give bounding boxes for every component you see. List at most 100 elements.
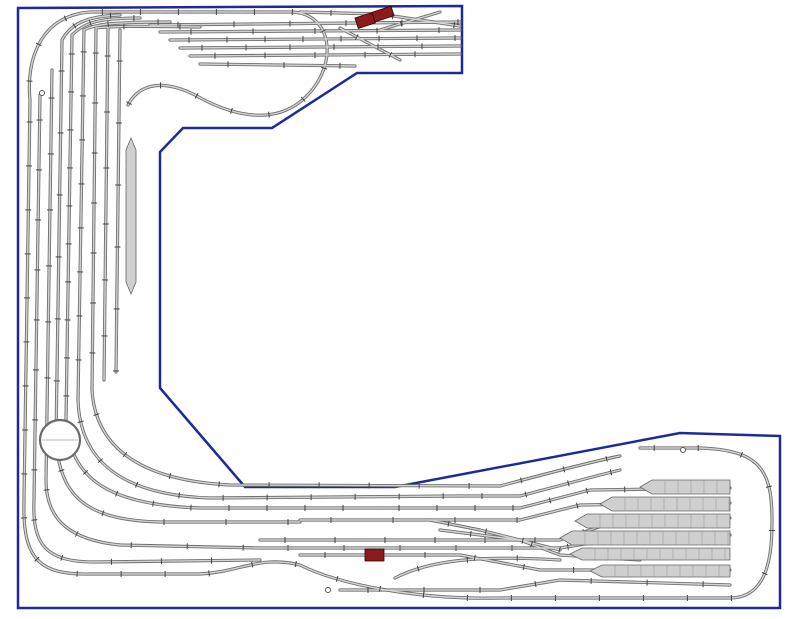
track-segment-inner: [115, 29, 121, 373]
sleeper-mark: [585, 487, 589, 494]
sleeper-mark: [31, 519, 38, 521]
sleeper-mark: [562, 466, 566, 473]
sleeper-mark: [152, 500, 155, 507]
track-segment-inner: [199, 63, 356, 67]
sleeper-mark: [208, 570, 210, 577]
track-segment-inner: [95, 25, 201, 29]
sleeper-mark: [534, 581, 537, 588]
platform: [589, 564, 731, 578]
sleeper-mark: [609, 469, 613, 476]
sleeper-mark: [82, 470, 89, 475]
sleeper-mark: [524, 491, 528, 498]
track-segment-inner: [169, 37, 461, 41]
sleeper-mark: [354, 34, 359, 40]
track-segment: [90, 388, 502, 488]
track-segment-inner: [299, 11, 461, 27]
sleeper-mark: [72, 23, 77, 29]
sleeper-mark: [75, 531, 79, 537]
track-segment-inner: [71, 17, 141, 36]
sleeper-mark: [320, 29, 327, 33]
sleeper-mark: [321, 66, 328, 70]
sleeper-mark: [109, 12, 112, 19]
sleeper-mark: [548, 497, 552, 504]
sleeper-mark: [453, 22, 456, 29]
sleeper-mark: [765, 485, 772, 488]
track-segment-inner: [45, 69, 261, 549]
track-segment-inner: [91, 389, 501, 487]
track-segment-inner: [91, 27, 97, 391]
sleeper-mark: [530, 541, 534, 548]
sleeper-mark: [605, 455, 608, 462]
track-segment-inner: [65, 419, 381, 509]
sleeper-mark: [576, 502, 579, 509]
sleeper-mark: [97, 458, 103, 463]
sleeper-mark: [558, 546, 561, 553]
sleeper-mark: [34, 556, 40, 562]
buffer-stops: [39, 90, 686, 593]
sleeper-mark: [107, 20, 109, 28]
turntable: [38, 418, 82, 462]
track-segment-inner: [429, 519, 561, 551]
sleeper-mark: [122, 451, 128, 458]
sleeper-mark: [178, 492, 181, 499]
sleeper-mark: [88, 20, 92, 27]
platform: [574, 513, 731, 529]
sleeper-mark: [251, 561, 254, 568]
sleeper-mark: [761, 572, 768, 576]
track-segment-inner: [77, 399, 461, 499]
sleeper-mark: [115, 490, 119, 497]
platform-group: [559, 479, 731, 578]
sleeper-mark: [520, 477, 523, 484]
sleeper-mark: [566, 543, 569, 550]
track-segment-inner: [28, 11, 328, 116]
wagon-bottom: [364, 548, 385, 562]
track-segment-inner: [379, 11, 441, 31]
track-segment-inner: [33, 94, 261, 563]
sleeper-mark: [522, 563, 525, 570]
track-segment-inner: [83, 21, 171, 31]
sleeper-mark: [567, 480, 570, 487]
sleeper-mark: [300, 96, 306, 102]
sleeper-mark: [194, 93, 199, 99]
sleeper-mark: [388, 51, 393, 58]
sleeper-mark: [101, 510, 105, 517]
sleeper-mark: [378, 585, 381, 592]
sleeper-mark: [126, 101, 132, 106]
sleeper-mark: [335, 575, 339, 582]
sleeper-mark: [60, 554, 64, 561]
sleeper-mark: [43, 489, 50, 491]
sleeper-mark: [93, 413, 100, 416]
platform: [569, 547, 731, 561]
track-segment-inner: [77, 29, 85, 401]
sleeper-mark: [35, 42, 42, 47]
platform: [599, 496, 731, 512]
sleeper-mark: [63, 15, 68, 22]
sleeper-mark: [230, 107, 233, 114]
sleeper-mark: [135, 481, 139, 488]
sleeper-mark: [521, 537, 524, 544]
track-segment-inner: [459, 469, 621, 497]
sleeper-mark: [739, 451, 743, 458]
platform: [559, 530, 731, 546]
track-segment: [64, 418, 382, 510]
sleeper-mark: [466, 556, 468, 563]
sleeper-mark: [447, 520, 450, 527]
track-segment-inner: [339, 579, 731, 591]
sleeper-mark: [473, 554, 476, 561]
sleeper-mark: [416, 565, 420, 572]
sleeper-mark: [469, 530, 472, 537]
track-sleepers: [21, 9, 775, 602]
wagon-top-2: [371, 5, 395, 23]
sleeper-mark: [168, 472, 172, 480]
sleeper-mark: [399, 20, 403, 27]
sleeper-mark: [268, 111, 270, 118]
track-segment-inner: [55, 39, 63, 441]
sleeper-mark: [484, 528, 488, 535]
track-segment-inner: [499, 455, 621, 487]
platform-vertical: [125, 136, 137, 296]
track-segment-inner: [149, 21, 461, 26]
track-segment-inner: [159, 29, 461, 33]
platform: [639, 479, 731, 495]
track-segment-inner: [394, 557, 561, 579]
